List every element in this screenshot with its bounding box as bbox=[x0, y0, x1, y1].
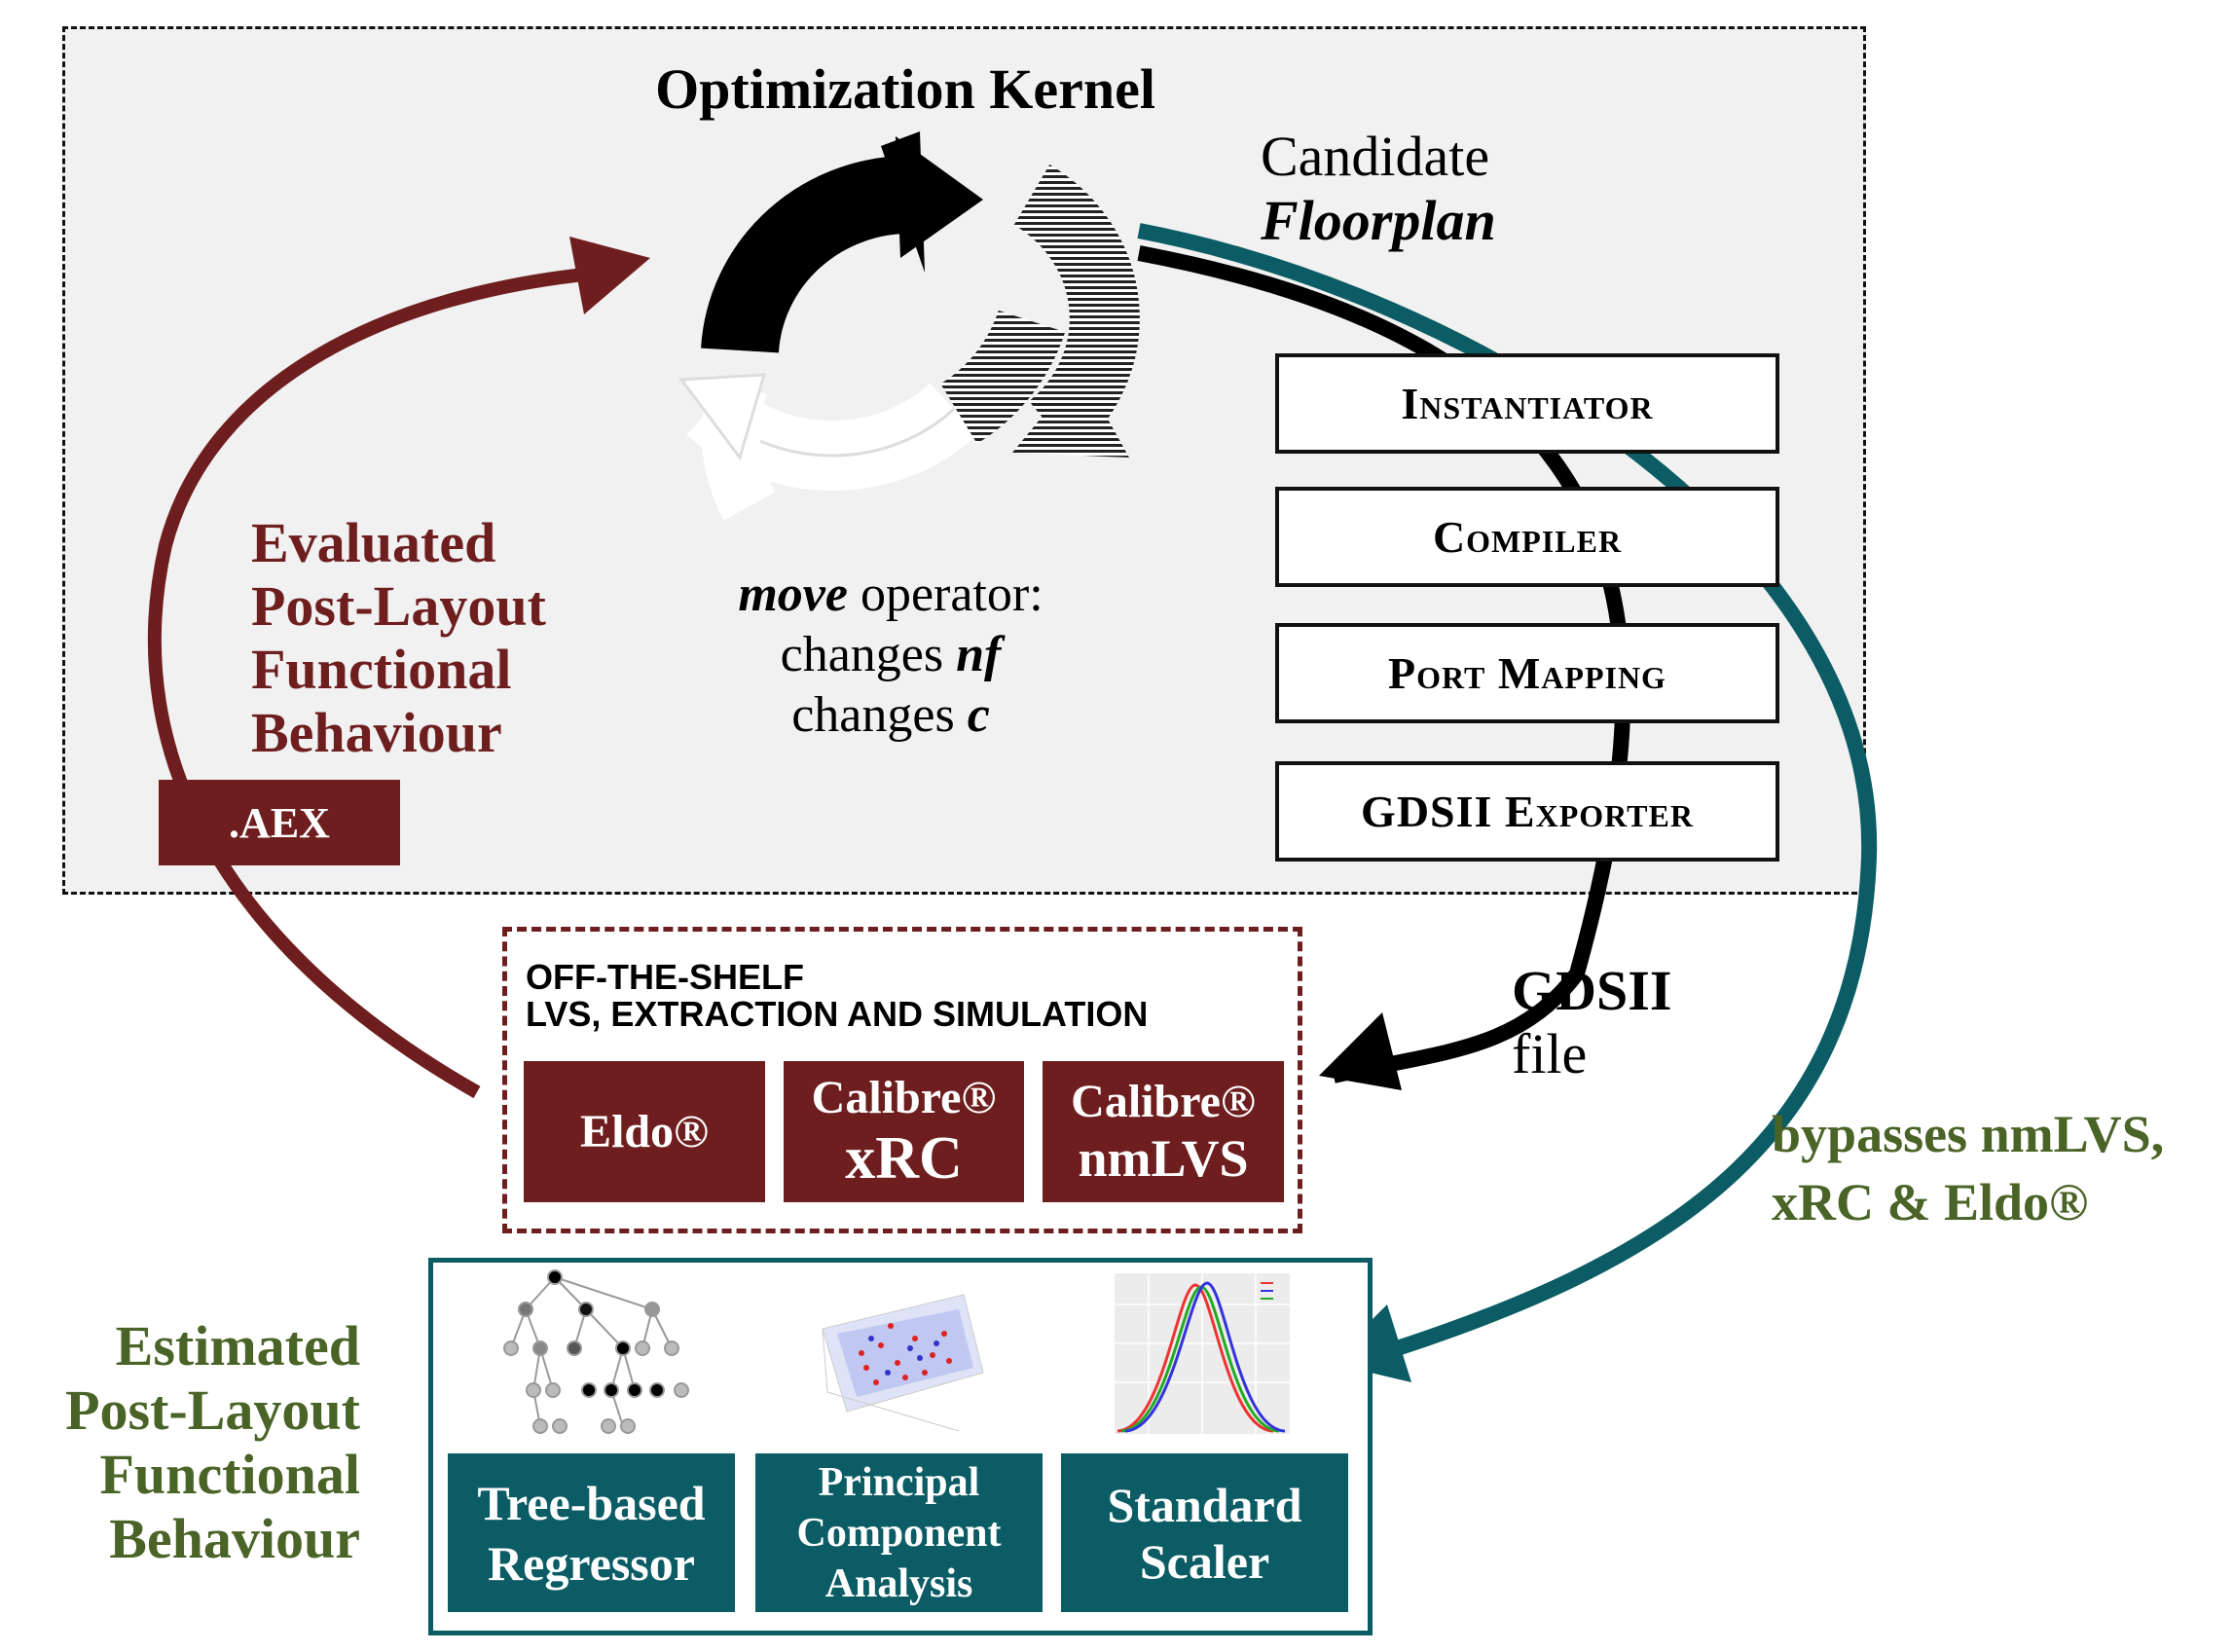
gdsii-word: GDSII bbox=[1512, 959, 1672, 1022]
bypass-line: bypasses nmLVS, bbox=[1772, 1105, 2165, 1163]
shelf-label-line: OFF-THE-SHELF bbox=[526, 957, 804, 997]
evaluated-line: Post-Layout bbox=[251, 574, 546, 638]
kernel-title: Optimization Kernel bbox=[655, 57, 1155, 121]
tool-line: nmLVS bbox=[1078, 1129, 1249, 1188]
floorplan-line: Floorplan bbox=[1261, 189, 1496, 252]
estimated-behaviour-label: Estimated Post-Layout Functional Behavio… bbox=[19, 1314, 360, 1571]
evaluated-line: Behaviour bbox=[251, 701, 502, 764]
gdsii-arrowhead bbox=[1319, 1012, 1402, 1090]
changes-nf-line: changes nf bbox=[681, 625, 1100, 685]
candidate-line: Candidate bbox=[1261, 125, 1490, 188]
ml-line: Tree-based bbox=[477, 1475, 706, 1530]
evaluated-line: Functional bbox=[251, 638, 512, 701]
tool-line: xRC bbox=[845, 1124, 963, 1192]
estimated-line: Behaviour bbox=[109, 1507, 360, 1570]
nf-var: nf bbox=[956, 627, 1002, 682]
gaussian-curves-icon bbox=[1115, 1273, 1290, 1434]
move-word: move bbox=[738, 567, 848, 622]
operator-word: operator: bbox=[847, 567, 1044, 622]
move-operator-text: move operator: changes nf changes c bbox=[681, 565, 1100, 746]
eldo-box: Eldo® bbox=[524, 1061, 765, 1202]
instantiator-box: Instantiator bbox=[1275, 353, 1779, 454]
bypass-arrow bbox=[1137, 223, 1878, 1361]
compiler-box: Compiler bbox=[1275, 487, 1779, 587]
evaluated-feedback-arrow bbox=[147, 266, 604, 1099]
optimization-cycle-icon bbox=[678, 131, 1140, 521]
pca-box: Principal Component Analysis bbox=[755, 1453, 1043, 1612]
changes-nf-prefix: changes bbox=[780, 627, 957, 682]
estimated-line: Post-Layout bbox=[65, 1378, 360, 1442]
changes-c-line: changes c bbox=[681, 685, 1100, 746]
changes-c-prefix: changes bbox=[791, 687, 968, 743]
tree-based-regressor-box: Tree-based Regressor bbox=[448, 1453, 735, 1612]
port-mapping-box: Port Mapping bbox=[1275, 623, 1779, 723]
c-var: c bbox=[967, 687, 990, 743]
estimated-line: Functional bbox=[99, 1443, 361, 1506]
calibre-nmlvs-box: Calibre® nmLVS bbox=[1043, 1061, 1284, 1202]
calibre-xrc-box: Calibre® xRC bbox=[784, 1061, 1024, 1202]
shelf-label-line: LVS, EXTRACTION AND SIMULATION bbox=[526, 994, 1149, 1034]
aex-badge: .AEX bbox=[159, 780, 400, 865]
ml-line: Component bbox=[796, 1510, 1002, 1556]
ml-line: Principal bbox=[818, 1459, 980, 1505]
move-operator-line: move operator: bbox=[681, 565, 1100, 625]
candidate-floorplan-label: Candidate Floorplan bbox=[1261, 125, 1496, 253]
standard-scaler-box: Standard Scaler bbox=[1061, 1453, 1348, 1612]
ml-line: Analysis bbox=[824, 1560, 973, 1606]
tool-line: Calibre® bbox=[1071, 1076, 1256, 1127]
evaluated-behaviour-label: Evaluated Post-Layout Functional Behavio… bbox=[251, 511, 546, 764]
estimated-line: Estimated bbox=[115, 1314, 360, 1377]
ml-line: Scaler bbox=[1139, 1533, 1270, 1589]
pca-scatter-icon bbox=[822, 1294, 984, 1432]
decision-tree-icon bbox=[503, 1269, 689, 1434]
ml-line: Regressor bbox=[488, 1535, 695, 1591]
gdsii-file-label: GDSII file bbox=[1512, 959, 1671, 1085]
bypass-label: bypasses nmLVS, xRC & Eldo® bbox=[1772, 1100, 2164, 1236]
tool-line: Calibre® bbox=[811, 1071, 997, 1123]
bypass-line: xRC & Eldo® bbox=[1772, 1173, 2089, 1231]
tool-line: Eldo® bbox=[580, 1106, 709, 1157]
off-the-shelf-label: OFF-THE-SHELF LVS, EXTRACTION AND SIMULA… bbox=[526, 959, 1148, 1033]
optimization-kernel-region bbox=[62, 26, 1866, 895]
feedback-arrowhead bbox=[569, 237, 650, 314]
evaluated-line: Evaluated bbox=[251, 511, 496, 574]
file-word: file bbox=[1512, 1022, 1588, 1085]
ml-line: Standard bbox=[1107, 1477, 1302, 1532]
gdsii-exporter-box: GDSII Exporter bbox=[1275, 761, 1779, 862]
